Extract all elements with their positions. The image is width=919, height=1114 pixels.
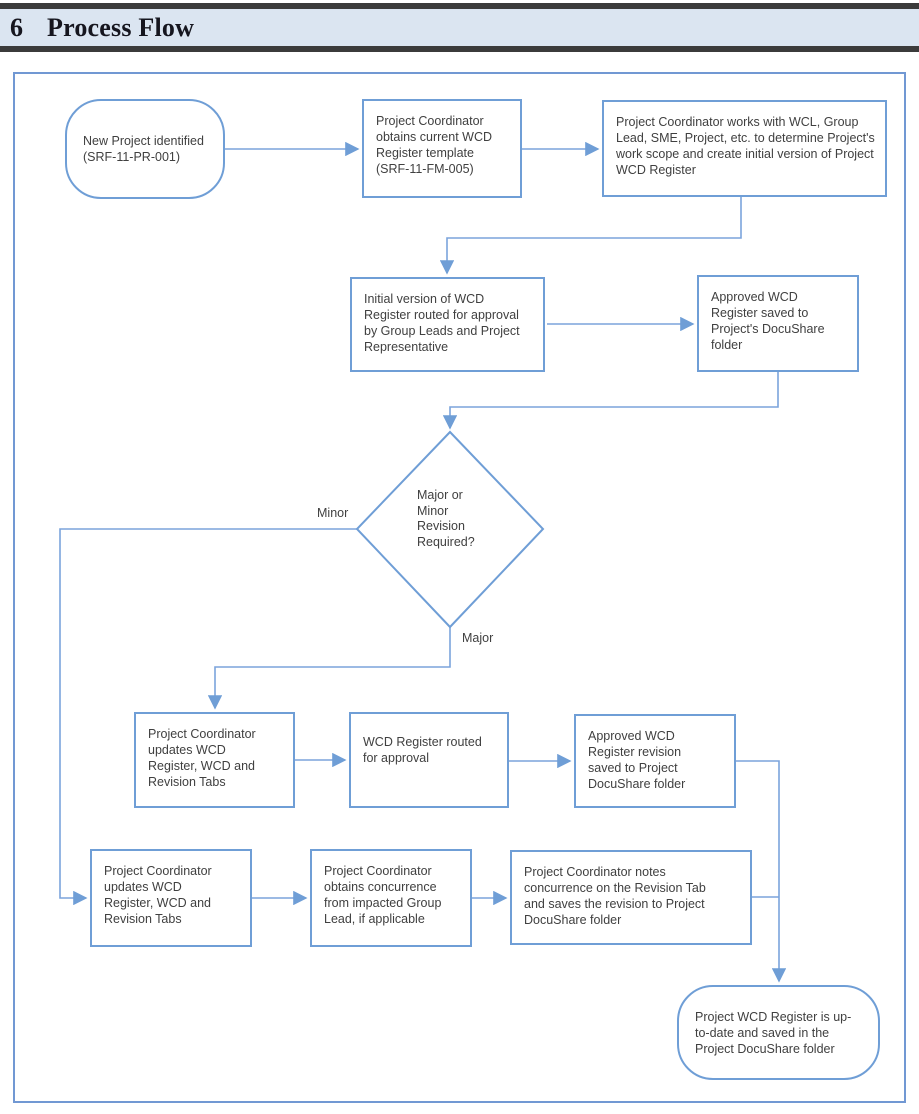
edge-scope-to-routing [439, 197, 742, 275]
major-save-revision-step: Approved WCD Register revision saved to … [574, 714, 736, 808]
major-update-register-step: Project Coordinator updates WCD Register… [134, 712, 295, 808]
minor-note-concurrence-step: Project Coordinator notes concurrence on… [510, 850, 752, 945]
edge-decision-major [207, 627, 451, 710]
edge-save-to-decision [442, 372, 779, 430]
heading-rule-top [0, 3, 919, 9]
minor-obtain-concurrence-step: Project Coordinator obtains concurrence … [310, 849, 472, 947]
major-route-approval-step: WCD Register routed for approval [349, 712, 509, 808]
section-number: 6 [10, 12, 23, 42]
save-approved-register-step: Approved WCD Register saved to Project's… [697, 275, 859, 372]
minor-branch-label: Minor [317, 506, 349, 520]
heading-band: 6 Process Flow [0, 9, 919, 46]
edge-major-save-to-end [736, 760, 787, 983]
major-branch-label: Major [462, 631, 494, 645]
minor-update-register-step: Project Coordinator updates WCD Register… [90, 849, 252, 947]
determine-scope-step: Project Coordinator works with WCL, Grou… [602, 100, 887, 197]
revision-decision-label: Major or Minor Revision Required? [417, 488, 475, 549]
start-node-label: New Project identified (SRF-11-PR-001) [83, 134, 204, 164]
decision-diamond [355, 430, 545, 629]
heading-rule-bottom [0, 46, 919, 52]
start-node: New Project identified (SRF-11-PR-001) [65, 99, 225, 199]
end-node-label: Project WCD Register is up-to-date and s… [695, 1009, 852, 1056]
section-heading: 6 Process Flow [0, 0, 919, 52]
route-initial-approval-step: Initial version of WCD Register routed f… [350, 277, 545, 372]
end-node: Project WCD Register is up-to-date and s… [677, 985, 880, 1080]
flow-connectors [59, 141, 787, 983]
edge-decision-minor [59, 528, 357, 906]
obtain-template-step: Project Coordinator obtains current WCD … [362, 99, 522, 198]
section-title: Process Flow [47, 12, 195, 42]
flowchart-canvas: New Project identified (SRF-11-PR-001) P… [13, 72, 906, 1103]
